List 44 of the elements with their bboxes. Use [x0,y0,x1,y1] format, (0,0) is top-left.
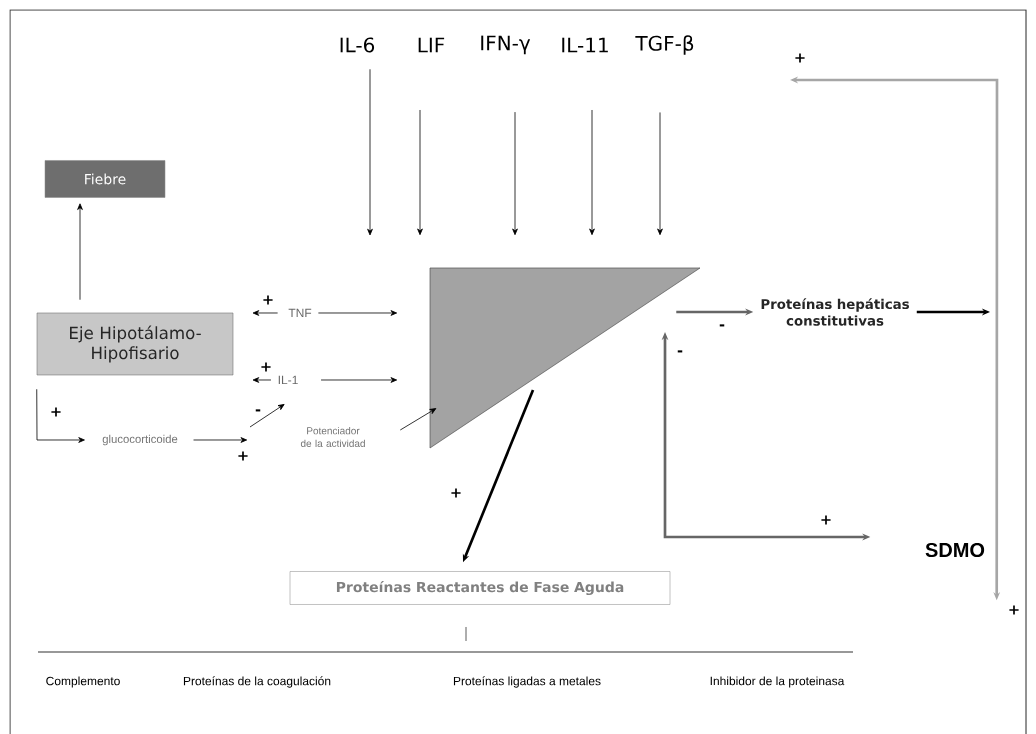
axis-box: Eje Hipotálamo-Hipofisario [36,312,234,376]
fever-box: Fiebre [44,160,166,198]
cytokine-label: IL-11 [562,37,608,53]
category-label: Inhibidor de la proteinasa [710,676,845,688]
arrow [367,68,373,236]
sign-label: + [260,294,276,306]
sign-label: + [235,450,251,462]
sign-label: + [1009,605,1019,615]
sign-label: - [717,323,727,331]
cytokine-label: IFN-γ [481,35,531,55]
hormone-label: glucocorticoide [102,434,178,446]
arrow [320,377,398,383]
arrow [318,310,398,316]
sign-label: + [258,361,274,373]
syndrome-label: SDMO [925,542,985,558]
category-label: Complemento [46,676,120,688]
arrow [77,203,83,301]
cytokine-label: TNF [288,308,312,318]
cytokine-label: IL-1 [278,375,298,385]
arrow [512,111,518,236]
cytokine-label: IL-6 [340,37,375,53]
arrow [36,388,85,443]
triangle-shape [429,267,701,449]
arrow [193,437,248,443]
cytokine-label: LIF [418,37,445,53]
effect-label: Potenciador de la actividad [300,427,365,447]
sign-label: + [448,487,464,499]
protein-label: Proteínas hepáticas constitutivas [761,298,909,326]
arrow [249,404,285,428]
sign-label: - [253,408,263,416]
arrow [399,408,437,431]
arrow [417,109,423,236]
arrow [657,112,663,236]
arrow [252,310,279,316]
sign-label: + [792,52,808,64]
category-label: Proteínas ligadas a metales [453,676,601,688]
arrow [589,109,595,236]
arrow [252,377,272,383]
sign-label: - [675,349,685,357]
sign-label: + [48,406,64,418]
protein-box: Proteínas Reactantes de Fase Aguda [289,571,671,605]
cytokine-label: TGF-β [635,35,694,55]
category-label: Proteínas de la coagulación [183,676,331,688]
sign-label: + [821,515,831,525]
